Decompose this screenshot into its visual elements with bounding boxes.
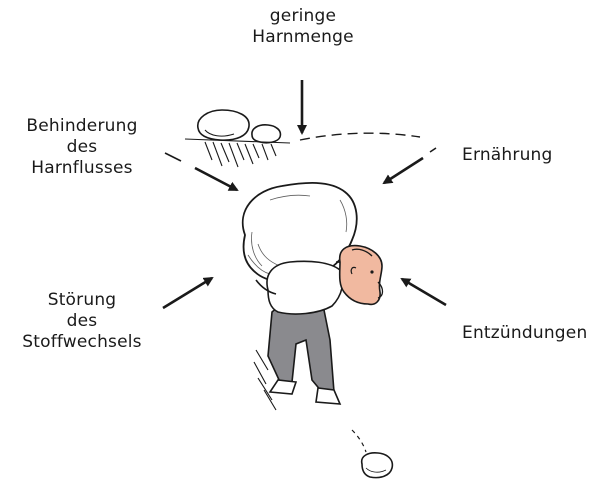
- arrow-lower-right: [402, 279, 446, 305]
- stone-small: [252, 125, 281, 143]
- shirt: [267, 261, 343, 314]
- stones-top: [198, 110, 281, 143]
- shoe-left: [270, 380, 296, 394]
- dashed-arc: [300, 133, 420, 140]
- stone-bottom: [362, 453, 393, 478]
- arrow-upper-left: [195, 168, 237, 190]
- shoe-right: [316, 388, 340, 404]
- falling-path: [352, 430, 366, 452]
- arrow-tails: [165, 148, 436, 161]
- arrow-lower-left: [163, 278, 212, 308]
- head: [340, 246, 382, 305]
- person: [256, 246, 383, 404]
- arrow-upper-right: [384, 158, 423, 183]
- ledge: [185, 139, 290, 167]
